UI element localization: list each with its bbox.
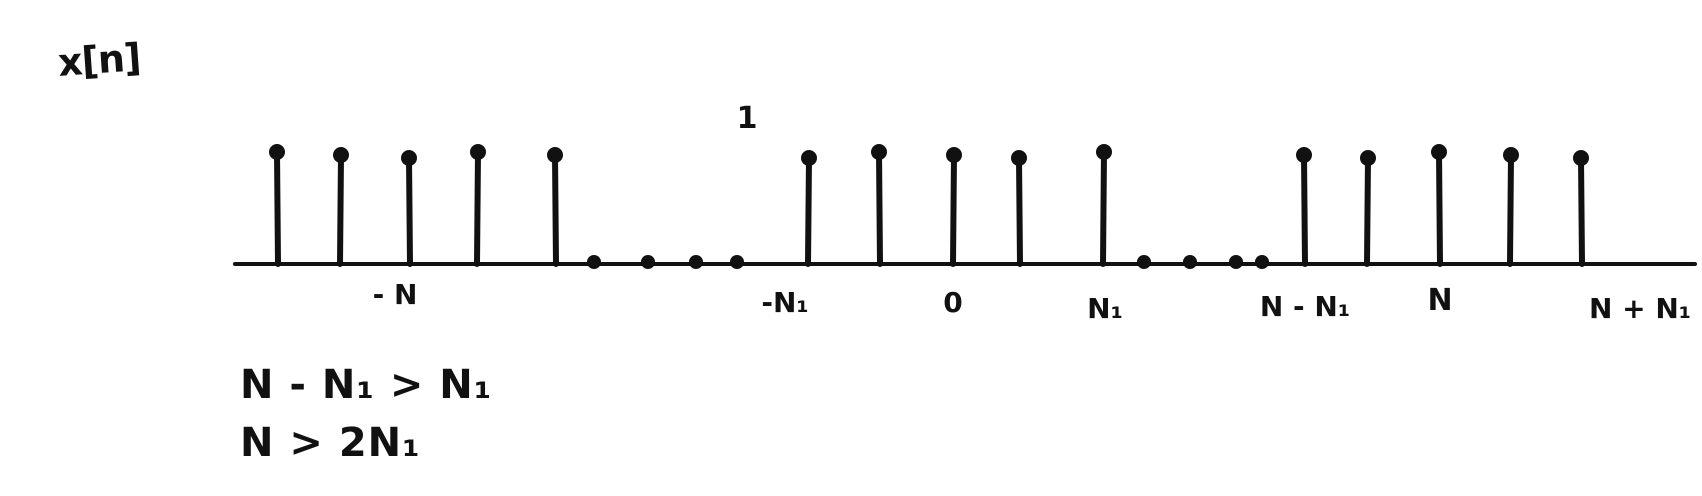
tick-label-N-plus-N1: N + N₁ (1589, 292, 1691, 325)
tick-label-N: N (1427, 283, 1452, 318)
tick-label-N-minus-N1: N - N₁ (1260, 290, 1350, 323)
stem-dot-left-3 (470, 144, 486, 160)
stem-dot-right-10 (1296, 147, 1312, 163)
peak-value-label: 1 (737, 101, 758, 136)
zero-sample-dot-0 (587, 255, 601, 269)
stem-center-9 (1100, 149, 1107, 267)
stem-right-11 (1364, 155, 1371, 267)
stem-dot-center-5 (801, 150, 817, 166)
stem-dot-center-6 (871, 144, 887, 160)
stem-left-4 (552, 152, 559, 267)
stems-group (269, 144, 1589, 267)
tick-label-neg-N: - N (373, 278, 418, 311)
stem-dot-center-7 (946, 147, 962, 163)
zero-samples-group (587, 255, 1269, 269)
stem-center-5 (805, 155, 812, 267)
stem-left-2 (406, 155, 413, 267)
stem-dot-right-13 (1503, 147, 1519, 163)
stem-dot-right-11 (1360, 150, 1376, 166)
stem-right-10 (1301, 152, 1308, 267)
stem-right-12 (1436, 149, 1443, 267)
stem-dot-center-8 (1011, 150, 1027, 166)
stem-left-0 (274, 149, 281, 267)
condition-1: N - N₁ > N₁ (240, 362, 493, 408)
zero-sample-dot-7 (1255, 255, 1269, 269)
stem-center-8 (1016, 155, 1023, 267)
stem-dot-right-14 (1573, 150, 1589, 166)
stem-left-1 (337, 152, 344, 267)
zero-sample-dot-6 (1229, 255, 1243, 269)
stem-center-7 (950, 152, 957, 267)
condition-2: N > 2N₁ (240, 420, 421, 466)
tick-label-N1: N₁ (1087, 292, 1123, 325)
zero-sample-dot-4 (1137, 255, 1151, 269)
tick-label-zero: 0 (943, 286, 962, 319)
stem-dot-left-4 (547, 147, 563, 163)
zero-sample-dot-3 (730, 255, 744, 269)
stem-dot-left-1 (333, 147, 349, 163)
tick-label-neg-N1: -N₁ (761, 286, 808, 319)
stem-center-6 (876, 149, 883, 267)
stem-dot-right-12 (1431, 144, 1447, 160)
stem-dot-center-9 (1096, 144, 1112, 160)
stem-dot-left-0 (269, 144, 285, 160)
zero-sample-dot-2 (689, 255, 703, 269)
stem-dot-left-2 (401, 150, 417, 166)
zero-sample-dot-5 (1183, 255, 1197, 269)
stem-right-13 (1507, 152, 1514, 267)
stem-left-3 (474, 149, 481, 267)
stem-right-14 (1578, 155, 1585, 267)
zero-sample-dot-1 (641, 255, 655, 269)
